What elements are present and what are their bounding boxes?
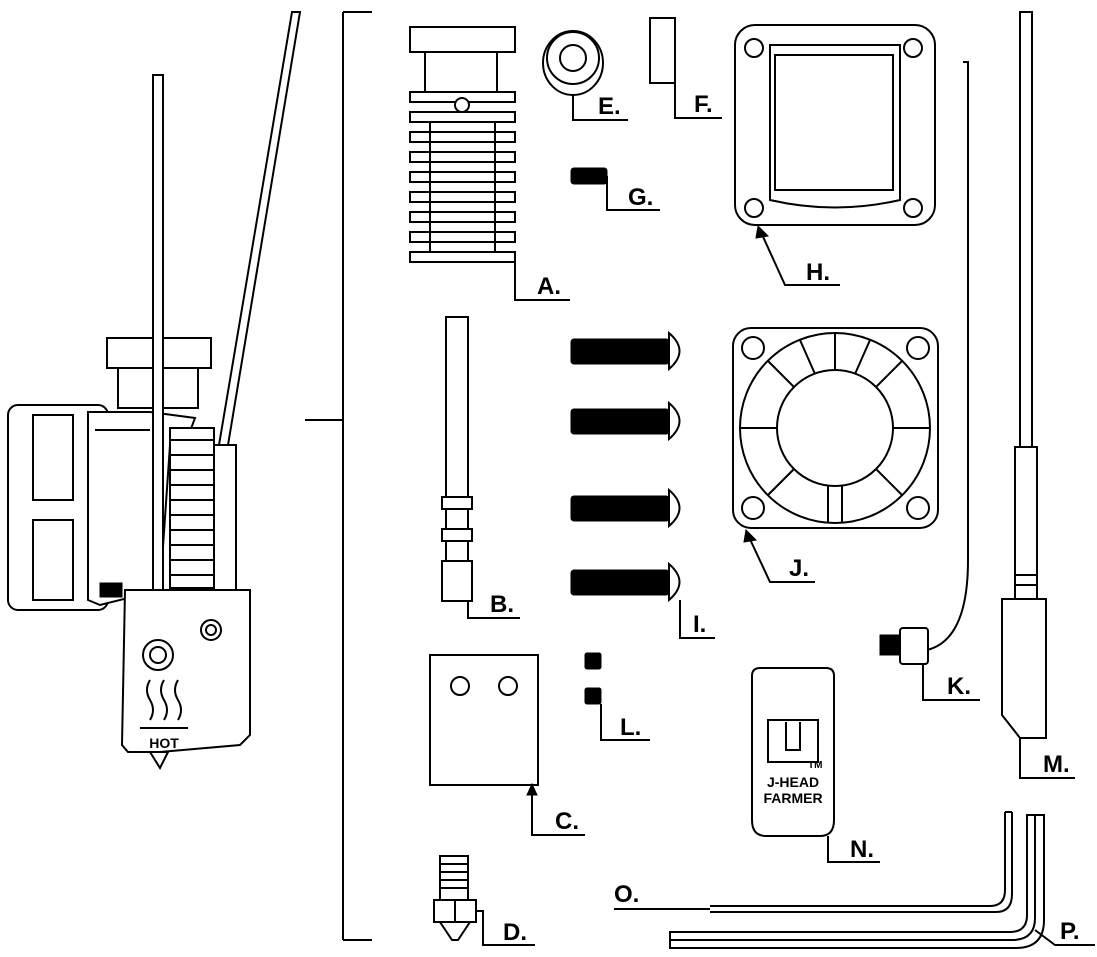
- part-b-barrel: B.: [441, 316, 520, 619]
- label-p: P.: [1060, 918, 1080, 945]
- sleeve-brand-line2: FARMER: [763, 790, 822, 806]
- hot-warning-text: HOT: [149, 735, 179, 751]
- part-l-grub-screws: L.: [584, 652, 650, 741]
- part-n-silicone-sock: TM J-HEAD FARMER N.: [751, 667, 880, 863]
- sleeve-brand-line1: J-HEAD: [767, 774, 819, 790]
- label-j: J.: [789, 555, 809, 582]
- part-g-set-screw: G.: [570, 167, 660, 211]
- label-l: L.: [620, 714, 641, 741]
- label-e: E.: [598, 93, 621, 120]
- part-a-heatsink: A.: [409, 26, 570, 301]
- assembly-heatsink-fins: [169, 427, 215, 589]
- label-m: M.: [1043, 751, 1070, 778]
- label-d: D.: [503, 919, 527, 946]
- part-j-fan: J.: [732, 327, 939, 583]
- part-d-nozzle: D.: [433, 855, 535, 946]
- part-c-heater-block: C.: [429, 654, 585, 836]
- part-e-retainer-ring: E.: [542, 30, 628, 121]
- part-o-hex-key: O.: [614, 811, 1013, 913]
- part-h-fan-shroud: H.: [734, 24, 936, 286]
- fan-blades: [740, 333, 930, 522]
- label-c: C.: [555, 808, 579, 835]
- part-i-screws: I.: [570, 330, 715, 639]
- parts-bracket: [305, 11, 372, 941]
- sleeve-tm-mark: TM: [808, 760, 822, 771]
- part-f-spacer: F.: [649, 17, 722, 119]
- label-n: N.: [850, 836, 874, 863]
- label-a: A.: [537, 273, 561, 300]
- label-i: I.: [693, 611, 706, 638]
- assembled-hotend: HOT: [7, 11, 302, 771]
- part-k-thermistor: K.: [879, 61, 980, 701]
- part-p-hex-key: P.: [669, 814, 1095, 949]
- label-b: B.: [490, 591, 514, 618]
- label-o: O.: [614, 881, 639, 908]
- label-f: F.: [694, 91, 713, 118]
- label-g: G.: [628, 184, 653, 211]
- label-h: H.: [806, 259, 830, 286]
- label-k: K.: [947, 673, 971, 700]
- part-m-heater-cartridge: M.: [1001, 11, 1075, 779]
